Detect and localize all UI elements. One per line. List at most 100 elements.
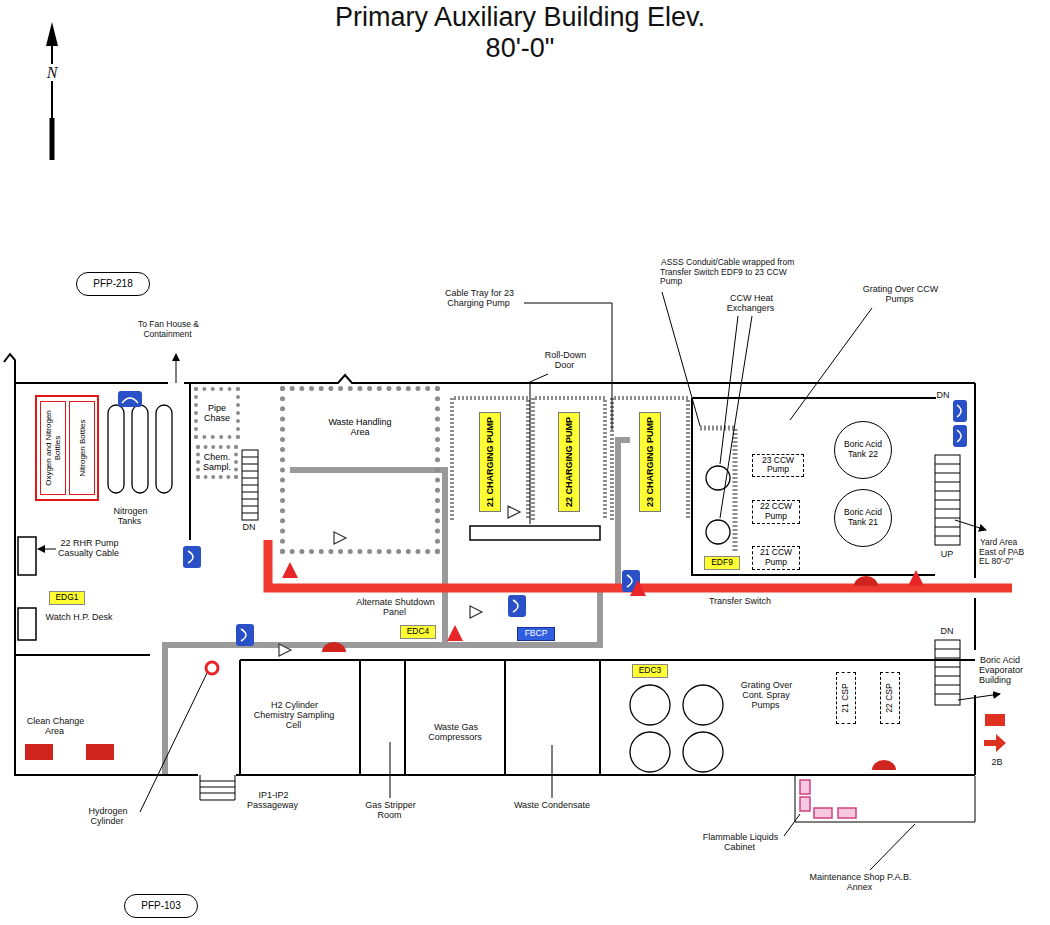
detector-symbol	[279, 506, 520, 656]
node-text: Chem. Sampl.	[200, 452, 234, 472]
wall	[692, 398, 940, 575]
node-text: 22 CCW Pump	[755, 502, 797, 521]
node-text: EDF9	[711, 558, 733, 568]
detector-symbol	[279, 644, 291, 656]
page-title: Primary Auxiliary Building Elev. 80'-0"	[320, 2, 720, 64]
wall	[795, 776, 975, 822]
wall	[240, 659, 975, 661]
compass-letter: N	[46, 64, 59, 81]
node-text: PFP-218	[93, 278, 132, 289]
equipment-note: ASSS Conduit/Cable wrapped from Transfer…	[660, 258, 810, 287]
area-label: Grating Over Cont. Spray Pumps	[731, 680, 801, 710]
node-text: EDG1	[55, 593, 78, 603]
wall	[189, 383, 191, 540]
flammable-cabinet	[800, 780, 856, 818]
pump-outline: 21 CCW Pump	[752, 546, 800, 570]
extinguisher-symbol	[322, 642, 346, 652]
area-label: IP1-IP2 Passageway	[238, 790, 308, 810]
spray-pump-circle	[630, 732, 670, 772]
equipment-note: Cable Tray for 23 Charging Pump	[436, 288, 522, 308]
node-text: 21 CSP	[841, 683, 851, 712]
stair-direction: DN	[242, 522, 257, 532]
detector-symbol	[334, 532, 346, 544]
equipment-note: Alternate Shutdown Panel	[355, 597, 435, 617]
stairs	[242, 450, 258, 520]
compass-letter: N	[40, 64, 64, 82]
area-label: Grating Over Cont. Spray Pumps	[740, 680, 793, 710]
room-label: Waste Gas Compressors	[428, 722, 483, 742]
door-symbol	[953, 425, 967, 447]
stair-direction: DN	[936, 390, 951, 400]
hydrogen-cylinder-symbol	[206, 662, 218, 674]
leader-line	[958, 694, 1000, 700]
equipment-note: Transfer Switch	[700, 596, 780, 606]
stairs	[935, 640, 960, 705]
room-label-box: Pipe Chase	[194, 387, 240, 439]
flammable-cabinet	[814, 808, 832, 818]
door-symbol	[627, 575, 632, 587]
equipment-note: Grating Over CCW Pumps	[860, 284, 940, 304]
node-text: 21 CCW Pump	[755, 548, 797, 567]
pump-box: 23 CHARGING PUMP	[639, 412, 661, 512]
flammable-cabinet	[800, 780, 810, 794]
node-text: FBCP	[525, 629, 548, 639]
leader-line	[524, 303, 612, 430]
equipment-note: Roll-Down Door	[540, 350, 590, 370]
node-text: 23 CHARGING PUMP	[645, 417, 655, 507]
area-label: Maintenance Shop P.A.B. Annex	[809, 872, 912, 892]
spray-pump-circle	[630, 685, 670, 725]
extinguisher-symbol	[854, 576, 878, 586]
door-symbol	[953, 400, 967, 422]
partition	[18, 526, 600, 640]
room-label: Gas Stripper Room	[362, 800, 418, 820]
node-text: PFP-103	[141, 900, 180, 911]
pump-outline: 22 CSP	[880, 672, 900, 724]
node-text: 23 CCW Pump	[755, 456, 801, 475]
leader-line	[38, 549, 56, 550]
nitrogen-tank	[108, 405, 124, 493]
leader-line	[720, 316, 752, 518]
equipment-note: CCW Heat Exchangers	[727, 293, 776, 313]
door-symbol	[236, 624, 254, 646]
leader-line	[720, 316, 738, 464]
wall	[4, 354, 15, 383]
power-panel-tag: EDG1	[49, 591, 85, 605]
north-arrow	[46, 22, 58, 46]
equipment-note: 22 RHR Pump Casualty Cable	[58, 538, 120, 558]
node-text: EDC4	[407, 627, 430, 637]
stairs	[242, 457, 258, 513]
stair-direction: UP	[940, 549, 955, 559]
stair-direction: DN	[238, 522, 260, 532]
spray-pump-circle	[630, 685, 723, 772]
stairs	[935, 649, 960, 694]
leader-line	[870, 824, 915, 870]
door-symbol	[188, 551, 193, 563]
gas-bottle-rack: Oxygen and Nitrogen BottlesNitrogen Bott…	[35, 395, 99, 501]
leader-line	[140, 673, 207, 812]
stair-direction: UP	[936, 549, 958, 559]
stair-direction: DN	[932, 390, 954, 400]
room-label: H2 Cylinder Chemistry Sampling Cell	[254, 700, 335, 730]
equipment-note: Alternate Shutdown Panel	[350, 597, 440, 617]
door-symbol	[118, 391, 142, 407]
wrapped-conduit	[700, 428, 735, 553]
cable-tray	[618, 440, 630, 588]
partition	[470, 526, 600, 540]
pump-cubicle	[533, 398, 605, 520]
extinguisher-symbol	[86, 744, 114, 760]
equipment-note: Hydrogen Cylinder	[70, 806, 145, 826]
pump-box: 21 CHARGING PUMP	[479, 412, 501, 512]
stairs	[935, 464, 960, 536]
door-symbol	[118, 391, 967, 646]
north-arrow	[50, 118, 55, 160]
wall	[4, 354, 975, 822]
flammable-cabinet	[838, 808, 856, 818]
area-label: Watch H.P. Desk	[44, 612, 114, 622]
equipment-note: CCW Heat Exchangers	[716, 293, 786, 313]
leader-line	[955, 520, 986, 530]
node-text: 22 CSP	[885, 683, 895, 712]
door-symbol	[957, 430, 961, 442]
symbol-code: 2B	[990, 757, 1003, 767]
area-label: Clean Change Area	[22, 716, 88, 736]
